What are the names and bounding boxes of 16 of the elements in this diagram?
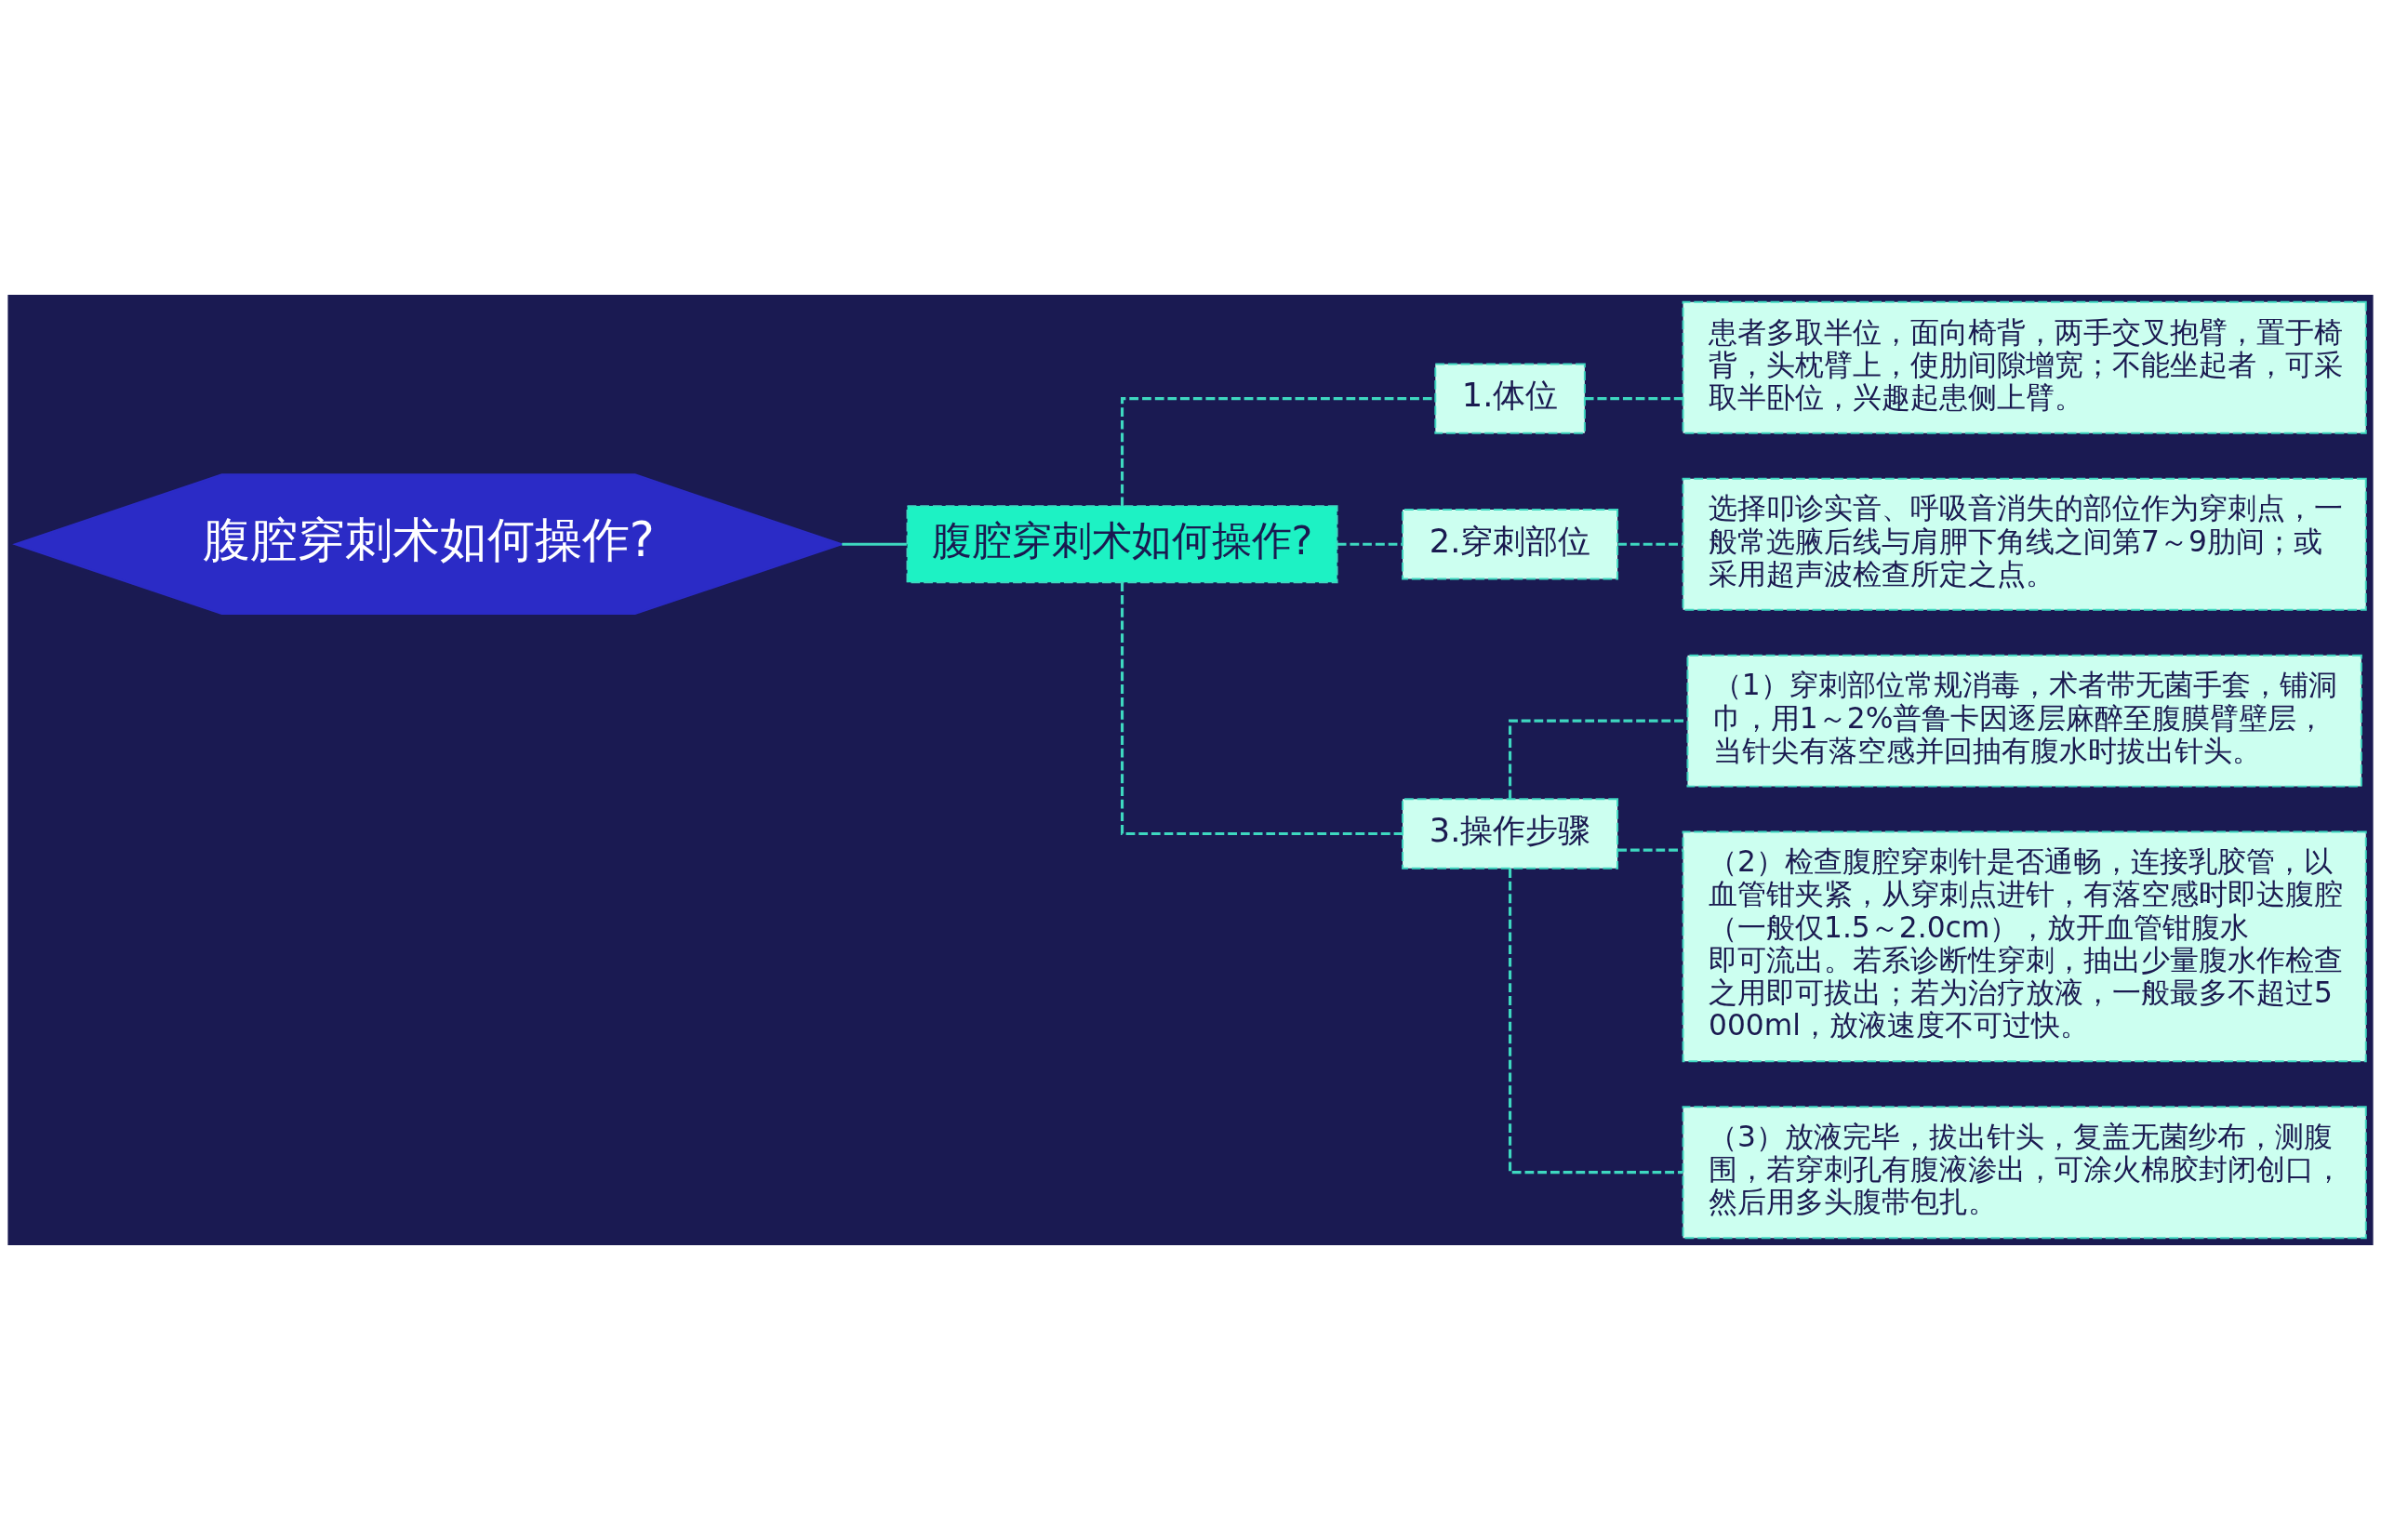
- node-box: 患者多取半位，面向椅背，两手交叉抱臂，置于椅背，头枕臂上，使肋间隙增宽；不能坐起者，可采取半卧位，兴趣起患侧上臂。: [1682, 300, 2367, 434]
- connector: [1585, 397, 1683, 401]
- connector: [1337, 542, 1403, 546]
- connector: [842, 542, 907, 546]
- connector: [1121, 582, 1403, 836]
- connector: [1509, 869, 1683, 1175]
- node-box: 2.穿刺部位: [1402, 509, 1619, 580]
- connector: [1617, 542, 1683, 546]
- node-box: 选择叩诊实音、呼吸音消失的部位作为穿刺点，一般常选腋后线与肩胛下角线之间第7～9肋间；或采用超声波检查所定之点。: [1682, 477, 2367, 611]
- node-box: 3.操作步骤: [1402, 798, 1619, 870]
- connector: [1617, 848, 1683, 852]
- node-box: （2）检查腹腔穿刺针是否通畅，连接乳胶管，以血管钳夹紧，从穿刺点进针，有落空感时即达腹腔（一般仅1.5～2.0cm），放开血管钳腹水即可流出。若系诊断性穿刺，抽出少量腹水作检查之用即可拔出；若为治疗放液，一般最多不超过5000ml，放液速度不可过快。: [1682, 830, 2367, 1063]
- node-box: （1）穿刺部位常规消毒，术者带无菌手套，铺洞巾，用1～2%普鲁卡因逐层麻醉至腹膜臂壁层，当针尖有落空感并回抽有腹水时拔出针头。: [1686, 654, 2362, 788]
- node-box: 腹腔穿刺术如何操作?: [906, 505, 1338, 584]
- node-box: 1.体位: [1434, 363, 1586, 434]
- node-box: （3）放液完毕，拔出针头，复盖无菌纱布，测腹围，若穿刺孔有腹液渗出，可涂火棉胶封闭创口，然后用多头腹带包扎。: [1682, 1106, 2367, 1240]
